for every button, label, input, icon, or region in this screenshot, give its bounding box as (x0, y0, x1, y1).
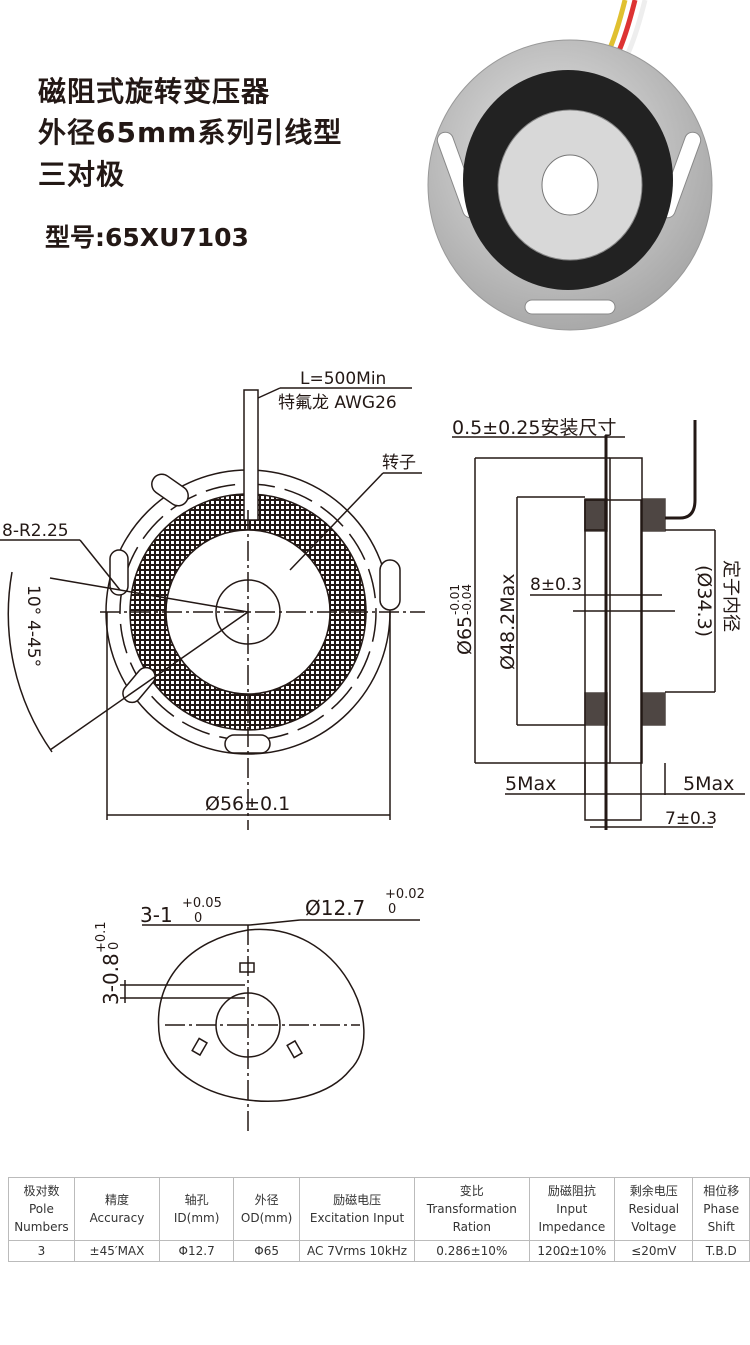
cell-excitation: AC 7Vrms 10kHz (299, 1240, 416, 1262)
od-56-label: Ø56±0.1 (205, 793, 290, 815)
product-photo (427, 0, 713, 331)
key-width-tol-lower: 0 (194, 911, 202, 926)
cell-od: Φ65 (233, 1240, 301, 1262)
od-65-dim: Ø65 -0.01 -0.04 (448, 584, 476, 655)
cell-id: Φ12.7 (159, 1240, 235, 1262)
model-number: 型号:65XU7103 (45, 223, 249, 252)
thickness-label: 8±0.3 (530, 575, 582, 595)
title-line-2: 外径65mm系列引线型 (38, 116, 343, 149)
wire-spec-label: 特氟龙 AWG26 (278, 393, 397, 413)
key-depth-dim: 3-0.8 +0.1 0 (94, 921, 123, 1005)
title-line-1: 磁阻式旋转变压器 (38, 75, 271, 108)
cell-phase-shift: T.B.D (692, 1240, 750, 1262)
od-65-label: Ø65 (454, 616, 476, 655)
bore-tol-upper: +0.02 (385, 887, 425, 902)
lead-length-label: L=500Min (300, 369, 386, 389)
rotor-label: 转子 (382, 453, 416, 473)
cell-accuracy: ±45′MAX (73, 1240, 161, 1262)
od-65-tol-upper: -0.01 (448, 584, 462, 615)
key-width-label: 3-1 (140, 903, 173, 927)
stator-od-label: Ø48.2Max (497, 573, 519, 670)
mount-dim-label: 0.5±0.25安装尺寸 (452, 417, 616, 439)
stator-id-text: 定子内径 (720, 560, 741, 632)
cell-impedance: 120Ω±10% (528, 1240, 616, 1262)
front-view-drawing: L=500Min 特氟龙 AWG26 转子 8-R2.25 10° 4-45° … (0, 369, 425, 830)
key-depth-label: 3-0.8 (99, 953, 123, 1005)
cell-residual: ≤20mV (614, 1240, 694, 1262)
table-row: 3 ±45′MAX Φ12.7 Φ65 AC 7Vrms 10kHz 0.286… (8, 1240, 750, 1262)
stator-id-label: (Ø34.3) (693, 565, 715, 637)
right-max-label: 5Max (683, 773, 734, 795)
angle-slots-label: 4-45° (23, 620, 43, 667)
cell-pole-numbers: 3 (8, 1240, 75, 1262)
title-line-3: 三对极 (38, 158, 126, 191)
od-65-tol-lower: -0.04 (460, 584, 474, 615)
bore-label: Ø12.7 (305, 896, 365, 920)
side-view-drawing: 0.5±0.25安装尺寸 Ø65 -0.01 -0.04 Ø48.2Max 8±… (448, 417, 745, 830)
key-width-tol-upper: +0.05 (182, 896, 222, 911)
bore-tol-lower: 0 (388, 902, 396, 917)
key-depth-tol-upper: +0.1 (94, 921, 109, 953)
angle-10-label: 10° (23, 585, 43, 615)
cell-transformation: 0.286±10% (414, 1240, 530, 1262)
left-max-label: 5Max (505, 773, 556, 795)
bore-detail-drawing: 3-1 +0.05 0 Ø12.7 +0.02 0 3-0.8 +0.1 0 (94, 887, 425, 1135)
rotor-thickness-label: 7±0.3 (665, 809, 717, 829)
slot-radius-label: 8-R2.25 (2, 521, 69, 541)
key-depth-tol-lower: 0 (107, 942, 122, 950)
